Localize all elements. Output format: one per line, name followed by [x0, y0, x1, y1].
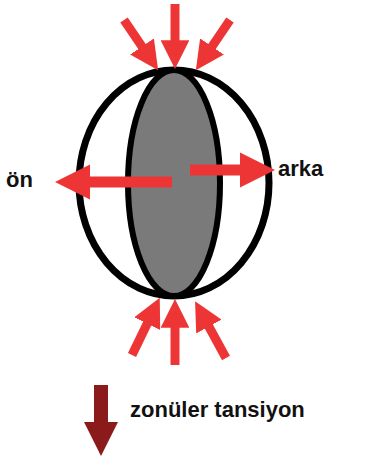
legend-text: zonüler tansiyon [130, 398, 305, 422]
lens-outline [79, 70, 269, 296]
direction-label: arka [278, 157, 323, 181]
force-arrows [88, 4, 242, 365]
legend-arrow [84, 385, 118, 456]
direction-label: ön [6, 168, 33, 192]
